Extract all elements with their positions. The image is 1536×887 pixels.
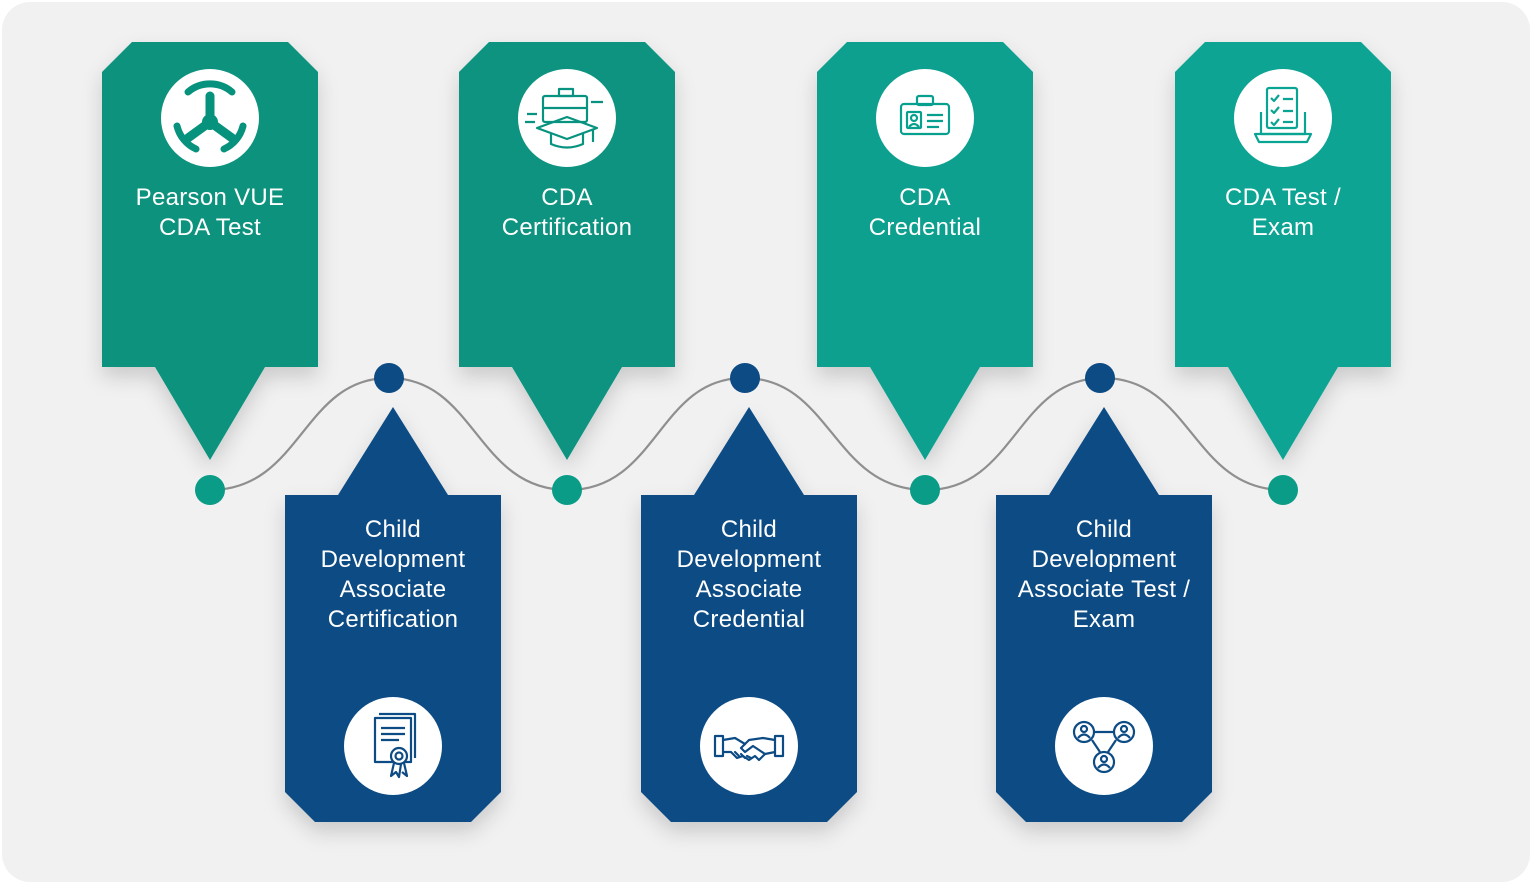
top-card-4 [1175, 42, 1391, 460]
navy-timeline-dot [374, 363, 404, 393]
top-card-label-4: CDA Test /Exam [1225, 184, 1341, 241]
top-card-1 [102, 42, 318, 460]
teal-timeline-dot [910, 475, 940, 505]
top-card-2 [459, 42, 675, 460]
navy-timeline-dot [730, 363, 760, 393]
teal-timeline-dot [552, 475, 582, 505]
bottom-card-icon-circle [1055, 697, 1153, 795]
steering-wheel-icon [173, 80, 247, 153]
bottom-card-3 [996, 407, 1212, 822]
teal-timeline-dot [195, 475, 225, 505]
bottom-card-icon-circle [344, 697, 442, 795]
exam-checklist-laptop-icon [1253, 86, 1313, 144]
graduation-briefcase-icon [525, 87, 603, 149]
top-card-3 [817, 42, 1033, 460]
navy-timeline-dot [1085, 363, 1115, 393]
top-card-icon-circle [1234, 69, 1332, 167]
certificate-ribbon-icon [373, 712, 417, 779]
teal-timeline-dot [1268, 475, 1298, 505]
bottom-card-2 [641, 407, 857, 822]
people-network-icon [1072, 720, 1136, 774]
top-card-icon-circle [876, 69, 974, 167]
id-badge-icon [899, 94, 951, 136]
bottom-card-1 [285, 407, 501, 822]
handshake-icon [713, 734, 785, 762]
bottom-card-icon-circle [700, 697, 798, 795]
